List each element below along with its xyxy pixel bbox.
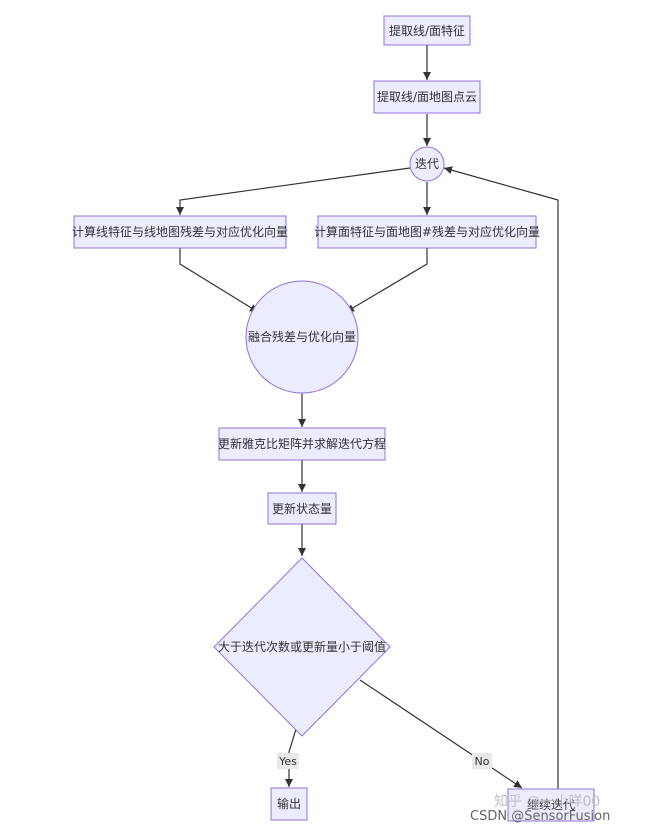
edge-iterate-to-line — [176, 167, 411, 215]
edge-label-no: No — [472, 753, 492, 769]
node-jacobian-label: 更新雅克比矩阵并求解迭代方程 — [218, 436, 386, 451]
edge-label-no-text: No — [475, 755, 490, 768]
node-extract-map-cloud-label: 提取线/面地图点云 — [377, 89, 477, 104]
watermark-csdn: CSDN @SensorFusion — [470, 809, 610, 824]
node-continue-label: 继续迭代 — [527, 798, 575, 812]
node-iterate: 迭代 — [409, 146, 445, 182]
node-line-residual-label: 计算线特征与线地图残差与对应优化向量 — [72, 224, 288, 239]
node-extract-map-cloud: 提取线/面地图点云 — [373, 80, 481, 114]
node-jacobian: 更新雅克比矩阵并求解迭代方程 — [218, 427, 386, 461]
edge-label-yes-text: Yes — [278, 755, 297, 768]
edge-line-to-fuse — [179, 248, 259, 313]
node-decision: 大于迭代次数或更新量小于阈值 — [213, 557, 391, 737]
edges — [176, 45, 559, 790]
node-continue: 继续迭代 — [507, 788, 595, 822]
watermark-zhihu: 知乎 @一小咩00 — [494, 793, 600, 810]
node-fuse-label: 融合残差与优化向量 — [248, 329, 356, 344]
node-fuse: 融合残差与优化向量 — [245, 280, 359, 394]
edge-plane-to-fuse — [345, 248, 428, 313]
node-iterate-label: 迭代 — [415, 157, 439, 171]
node-output-label: 输出 — [277, 796, 301, 811]
node-extract-features: 提取线/面特征 — [383, 15, 471, 46]
edge-decision-to-continue — [359, 679, 523, 789]
node-line-residual: 计算线特征与线地图残差与对应优化向量 — [72, 215, 288, 249]
node-plane-residual-label: 计算面特征与面地图#残差与对应优化向量 — [314, 224, 540, 239]
node-output: 输出 — [270, 787, 308, 821]
node-update-state: 更新状态量 — [267, 492, 337, 525]
node-plane-residual: 计算面特征与面地图#残差与对应优化向量 — [314, 215, 540, 249]
edge-label-yes: Yes — [277, 753, 299, 769]
edge-continue-to-iterate — [443, 166, 559, 790]
node-update-state-label: 更新状态量 — [272, 501, 332, 516]
edge-decision-to-output — [285, 728, 297, 787]
node-extract-features-label: 提取线/面特征 — [389, 23, 465, 38]
node-decision-label: 大于迭代次数或更新量小于阈值 — [218, 639, 386, 654]
